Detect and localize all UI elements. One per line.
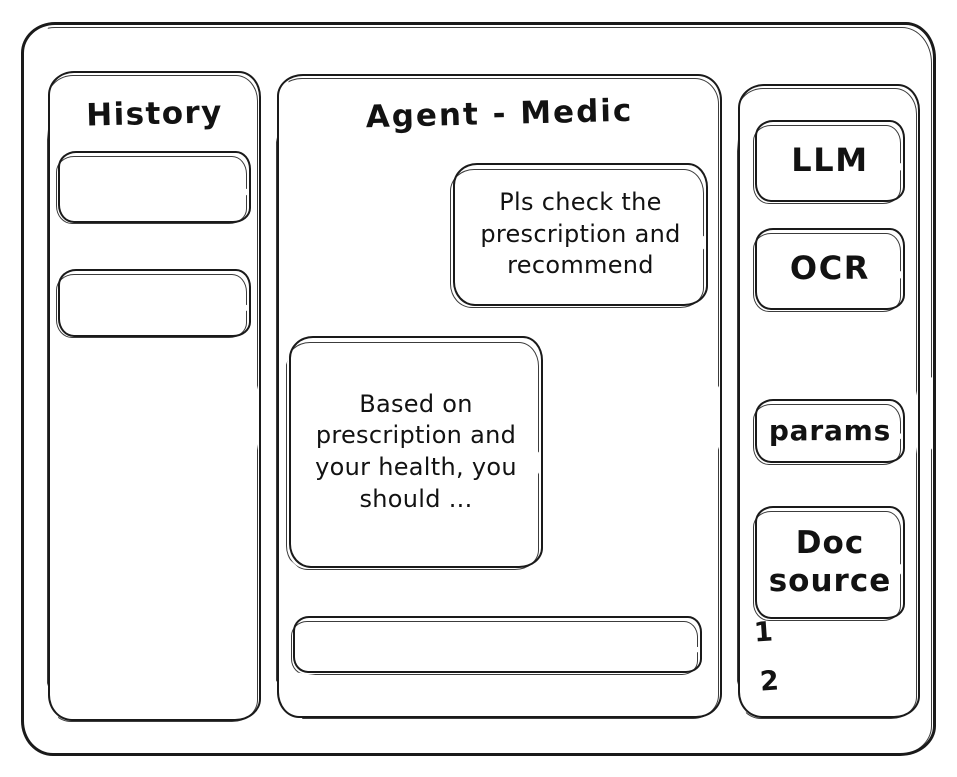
tool-button-params[interactable]: params [755,399,905,463]
tool-button-doc-source-label: Doc source [768,524,892,599]
chat-message-assistant: Based on prescription and your health, y… [289,336,543,568]
message-composer[interactable] [293,616,702,673]
tool-button-ocr[interactable]: OCR [755,228,905,310]
chat-message-assistant-text: Based on prescription and your health, y… [315,389,517,513]
tool-button-doc-source[interactable]: Doc source [755,506,905,619]
chat-message-user-text: Pls check the prescription and recommend [480,187,681,280]
chat-message-user: Pls check the prescription and recommend [453,163,708,306]
tool-button-llm-label: LLM [791,141,869,180]
tool-button-params-label: params [768,413,892,447]
tool-button-llm[interactable]: LLM [755,120,905,202]
tool-button-ocr-label: OCR [789,249,871,288]
doc-source-ref-1[interactable]: 1 [752,616,774,649]
doc-source-ref-2[interactable]: 2 [758,665,780,698]
message-input[interactable] [311,631,684,658]
history-list-item[interactable] [58,269,251,337]
history-list-item[interactable] [58,151,251,223]
history-panel-title: History [85,94,224,134]
